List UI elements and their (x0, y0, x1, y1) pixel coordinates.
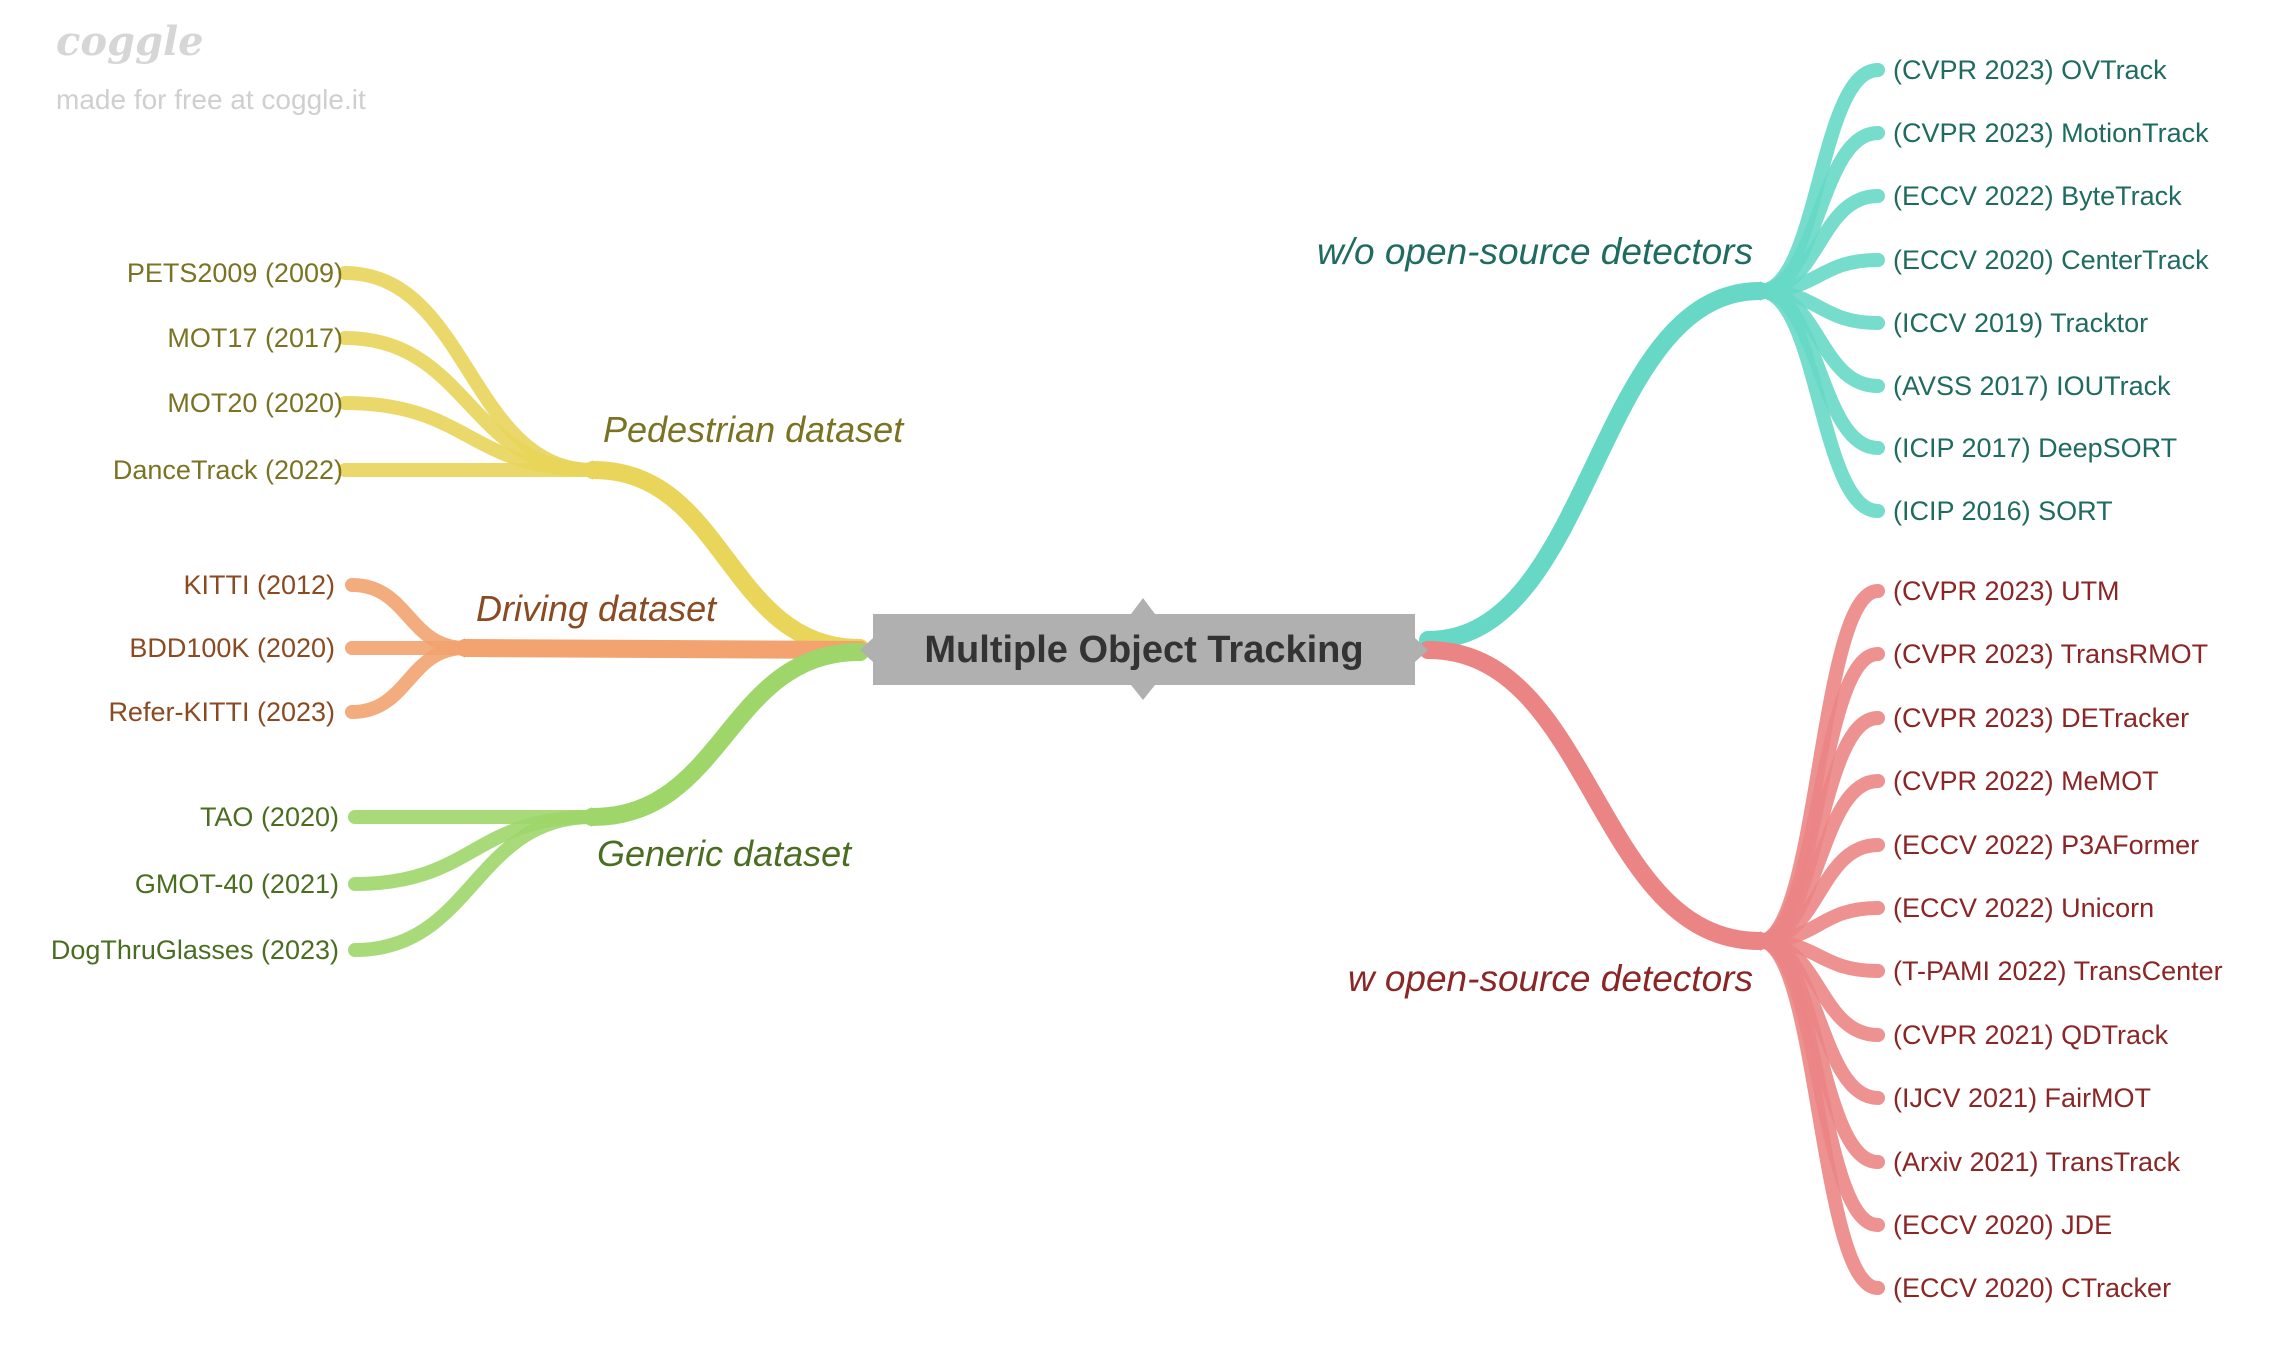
leaf-node-label[interactable]: PETS2009 (2009) (127, 258, 343, 288)
leaf-node-label[interactable]: TAO (2020) (200, 802, 339, 832)
leaf-node-label[interactable]: (Arxiv 2021) TransTrack (1893, 1147, 2181, 1177)
leaf-node-label[interactable]: DanceTrack (2022) (113, 455, 343, 485)
root-top-handle[interactable] (1131, 598, 1155, 614)
branch-link (456, 639, 869, 659)
leaf-node-label[interactable]: (ICIP 2017) DeepSORT (1893, 433, 2177, 463)
root-box[interactable] (873, 614, 1415, 685)
leaf-node-label[interactable]: MOT17 (2017) (167, 323, 343, 353)
mind-map-labels: Pedestrian dataset PETS2009 (2009) MOT17 (… (51, 55, 2223, 1303)
root-bottom-handle[interactable] (1131, 685, 1155, 700)
leaf-link (348, 810, 599, 957)
leaf-node-label[interactable]: (CVPR 2021) QDTrack (1893, 1020, 2169, 1050)
leaf-node-label[interactable]: BDD100K (2020) (129, 633, 335, 663)
leaf-node-label[interactable]: (ECCV 2020) JDE (1893, 1210, 2112, 1240)
leaf-node-label[interactable]: (IJCV 2021) FairMOT (1893, 1083, 2151, 1113)
branch-label[interactable]: Driving dataset (476, 588, 718, 629)
branch-label[interactable]: Generic dataset (597, 833, 853, 874)
leaf-node-label[interactable]: (CVPR 2023) MotionTrack (1893, 118, 2209, 148)
leaf-node-label[interactable]: (T-PAMI 2022) TransCenter (1893, 956, 2223, 986)
coggle-logo: coggle (56, 18, 204, 65)
leaf-node-label[interactable]: GMOT-40 (2021) (135, 869, 339, 899)
leaf-node-label[interactable]: (ICIP 2016) SORT (1893, 496, 2113, 526)
leaf-node-label[interactable]: Refer-KITTI (2023) (108, 697, 335, 727)
leaf-link (345, 641, 472, 719)
root-node[interactable]: Multiple Object Tracking (860, 598, 1428, 700)
root-right-handle[interactable] (1415, 638, 1428, 662)
root-left-handle[interactable] (860, 638, 873, 662)
leaf-link (345, 578, 472, 655)
leaf-node-label[interactable]: DogThruGlasses (2023) (51, 935, 339, 965)
mind-map-links (338, 63, 1885, 1295)
leaf-node-label[interactable]: (CVPR 2023) TransRMOT (1893, 639, 2208, 669)
leaf-node-label[interactable]: (ICCV 2019) Tracktor (1893, 308, 2148, 338)
branch-link (1419, 641, 1769, 950)
branch-label[interactable]: w/o open-source detectors (1317, 231, 1753, 272)
leaf-node-label[interactable]: (CVPR 2023) DETracker (1893, 703, 2189, 733)
leaf-node-label[interactable]: (ECCV 2022) ByteTrack (1893, 181, 2182, 211)
leaf-node-label[interactable]: (ECCV 2022) P3AFormer (1893, 830, 2199, 860)
leaf-node-label[interactable]: KITTI (2012) (183, 570, 335, 600)
leaf-node-label[interactable]: (ECCV 2022) Unicorn (1893, 893, 2154, 923)
leaf-node-label[interactable]: (ECCV 2020) CenterTrack (1893, 245, 2209, 275)
branch-link (583, 643, 869, 826)
leaf-node-label[interactable]: MOT20 (2020) (167, 388, 343, 418)
branch-link (584, 461, 869, 657)
leaf-node-label[interactable]: (AVSS 2017) IOUTrack (1893, 371, 2171, 401)
branch-label[interactable]: w open-source detectors (1348, 958, 1753, 999)
branch-label[interactable]: Pedestrian dataset (603, 409, 905, 450)
coggle-watermark-text: made for free at coggle.it (56, 84, 366, 115)
leaf-node-label[interactable]: (CVPR 2023) UTM (1893, 576, 2120, 606)
leaf-node-label[interactable]: (CVPR 2022) MeMOT (1893, 766, 2159, 796)
leaf-node-label[interactable]: (ECCV 2020) CTracker (1893, 1273, 2171, 1303)
leaf-node-label[interactable]: (CVPR 2023) OVTrack (1893, 55, 2167, 85)
root-label: Multiple Object Tracking (924, 629, 1363, 671)
branch-link (1419, 282, 1769, 649)
leaf-link (1753, 284, 1885, 518)
leaf-link (1753, 934, 1885, 1295)
